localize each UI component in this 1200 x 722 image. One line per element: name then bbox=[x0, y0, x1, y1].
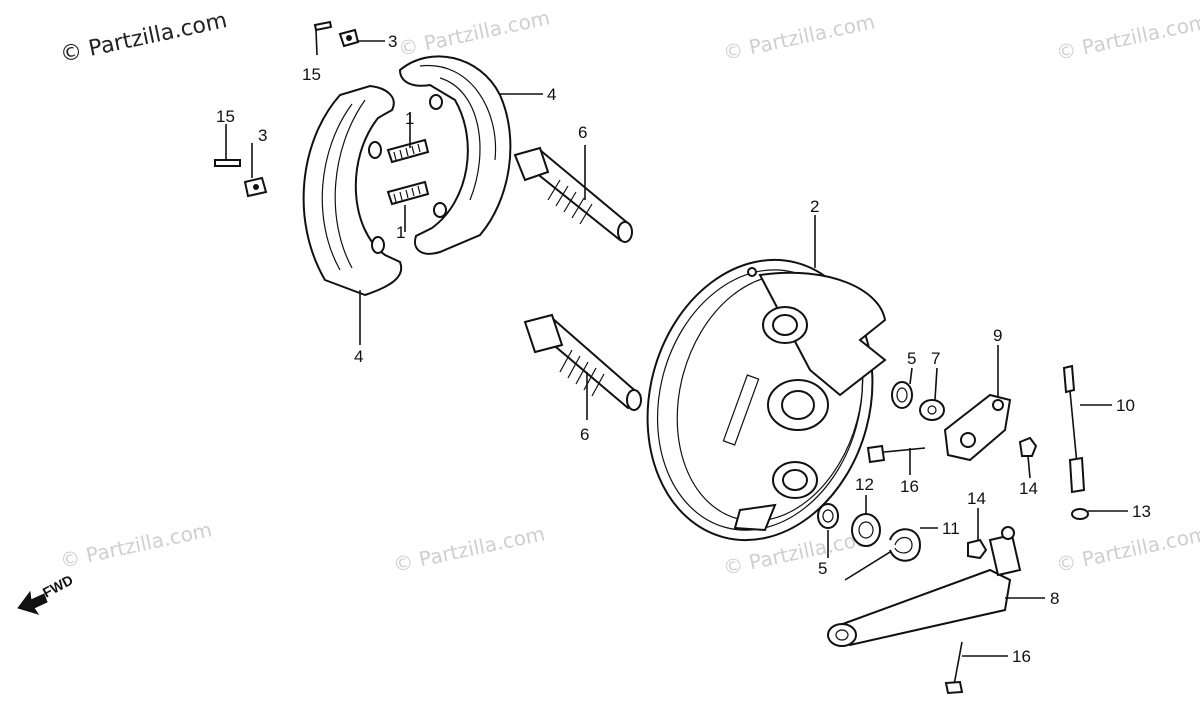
nut-upper bbox=[1018, 436, 1038, 457]
callout-1: 1 bbox=[405, 109, 414, 128]
watermark: © Partzilla.com bbox=[1054, 521, 1200, 577]
callout-11: 11 bbox=[942, 519, 960, 538]
pin-upper bbox=[313, 20, 333, 56]
brake-panel bbox=[646, 258, 887, 542]
callout-9: 9 bbox=[993, 326, 1002, 345]
brake-arm bbox=[943, 393, 1012, 462]
clip-upper bbox=[338, 28, 360, 48]
brake-cam-lower bbox=[523, 313, 642, 411]
watermark: © Partzilla.com bbox=[391, 521, 547, 577]
brake-shoe-left bbox=[302, 84, 403, 297]
fwd-arrow: FWD bbox=[17, 572, 76, 615]
pin-left bbox=[214, 159, 241, 167]
callout-14: 14 bbox=[967, 489, 986, 508]
callout-6: 6 bbox=[578, 123, 587, 142]
washer-upper bbox=[919, 399, 945, 421]
callout-4: 4 bbox=[354, 347, 363, 366]
clip-left bbox=[243, 176, 268, 198]
return-spring-lower bbox=[386, 180, 430, 206]
seal-upper bbox=[891, 381, 913, 409]
watermark: © Partzilla.com bbox=[58, 517, 214, 573]
adjusting-nut bbox=[1071, 508, 1089, 520]
brake-shoe-right bbox=[398, 55, 512, 255]
callout-3: 3 bbox=[258, 126, 267, 145]
callout-16: 16 bbox=[1012, 647, 1031, 666]
fwd-label: FWD bbox=[40, 572, 76, 601]
bolt-upper bbox=[866, 444, 926, 464]
nut-lower bbox=[967, 538, 988, 560]
callout-14: 14 bbox=[1019, 479, 1038, 498]
watermark: © Partzilla.com bbox=[721, 9, 877, 65]
brake-rod bbox=[1062, 364, 1086, 494]
brake-pedal-arm bbox=[827, 526, 1022, 647]
callout-2: 2 bbox=[810, 197, 819, 216]
callout-4: 4 bbox=[547, 85, 556, 104]
callout-10: 10 bbox=[1116, 396, 1135, 415]
watermark: © Partzilla.com bbox=[396, 5, 552, 61]
callout-8: 8 bbox=[1050, 589, 1059, 608]
callout-13: 13 bbox=[1132, 502, 1151, 521]
callout-5: 5 bbox=[907, 349, 916, 368]
callout-15: 15 bbox=[302, 65, 321, 84]
callout-1: 1 bbox=[396, 223, 405, 242]
bolt-lower bbox=[944, 641, 964, 695]
leader-5 bbox=[909, 367, 913, 385]
callout-5: 5 bbox=[818, 559, 827, 578]
callout-12: 12 bbox=[855, 475, 874, 494]
callout-6: 6 bbox=[580, 425, 589, 444]
washer-lower bbox=[851, 513, 881, 547]
callout-15: 15 bbox=[216, 107, 235, 126]
callout-3: 3 bbox=[388, 32, 397, 51]
watermark-main: © Partzilla.com bbox=[58, 8, 229, 68]
callout-7: 7 bbox=[931, 349, 940, 368]
watermark: © Partzilla.com bbox=[1054, 9, 1200, 65]
callout-16: 16 bbox=[900, 477, 919, 496]
brake-cam-upper bbox=[513, 146, 633, 243]
return-spring-upper bbox=[386, 138, 430, 164]
leader-14 bbox=[1027, 455, 1031, 479]
seal-lower bbox=[817, 503, 839, 529]
torsion-spring bbox=[844, 528, 922, 581]
leader-7 bbox=[934, 367, 938, 401]
